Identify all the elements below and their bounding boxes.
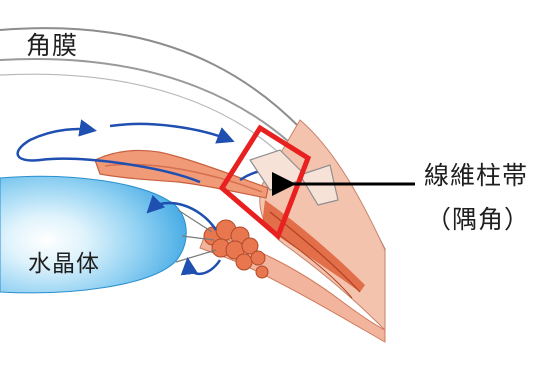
cornea-label: 角膜 <box>26 26 78 62</box>
trabecular-meshwork-label: 線維柱帯 <box>424 156 528 192</box>
angle-label: （隅角） <box>426 200 530 236</box>
lens-label: 水晶体 <box>28 244 100 278</box>
